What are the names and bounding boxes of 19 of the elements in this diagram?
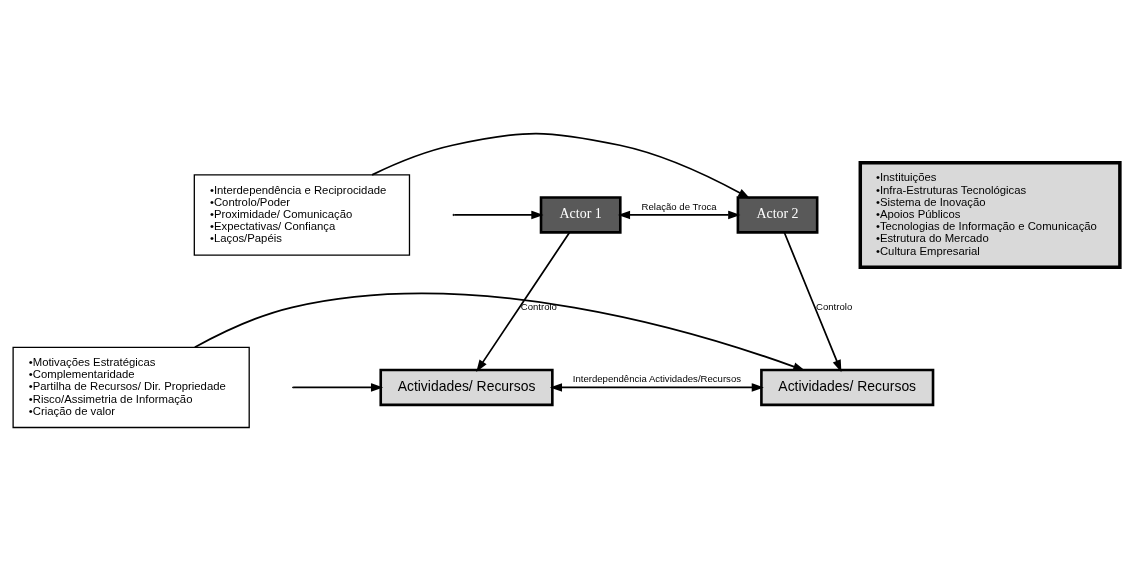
node-box: Actividades/ Recursos [760, 368, 935, 407]
node-box: Actor 2 [736, 196, 819, 234]
node-box: •Motivações Estratégicas •Complementaridade •Partilha de Recursos/ Dir. Propriedade •Risco/Assimetria de Informação •Criação de valor [12, 346, 250, 429]
edge-label: Controlo [520, 300, 557, 312]
arrow [549, 383, 764, 392]
edge-label: Relação de Troca [641, 200, 717, 212]
node-box: •Instituições •Infra-Estruturas Tecnológicas •Sistema de Inovação •Apoios Públicos •Tecnologias de Informação e Comunicação •Estrutura do Mercado •Cultura Empresarial [858, 160, 1122, 269]
arrow [617, 210, 741, 220]
node-box: •Interdependência e Reciprocidade •Controlo/Poder •Proximidade/ Comunicação •Expectativas/ Confiança •Laços/Papéis [193, 174, 411, 256]
arrow [371, 132, 751, 199]
arrow [783, 231, 842, 373]
arrow [293, 383, 384, 392]
node-box: Actor 1 [539, 196, 622, 234]
arrow [193, 292, 806, 371]
edge-label: Interdependência Actividades/Recursos [572, 373, 742, 385]
arrow [476, 231, 571, 372]
node-box: Actividades/ Recursos [379, 368, 554, 407]
arrow [453, 210, 544, 220]
edge-label: Controlo [816, 300, 853, 312]
